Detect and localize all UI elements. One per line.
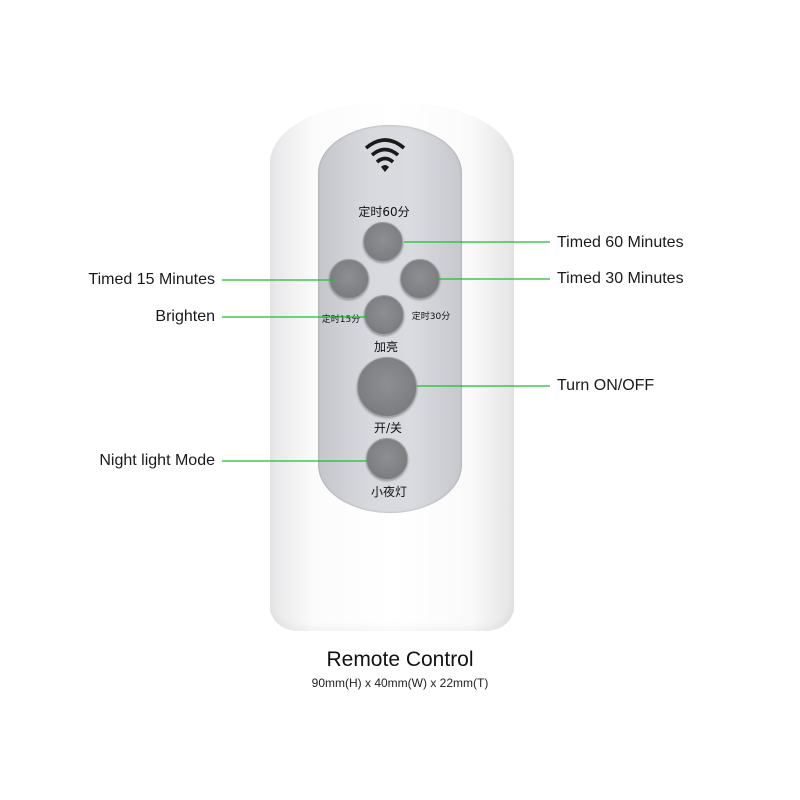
power-label: 开/关 (373, 421, 403, 435)
timed-60-button[interactable] (363, 222, 403, 262)
callout-power: Turn ON/OFF (557, 377, 655, 394)
timed-60-label: 定时60分 (358, 205, 410, 219)
callout-brighten: Brighten (155, 308, 215, 325)
brighten-label: 加亮 (373, 340, 399, 354)
callout-timed-30: Timed 30 Minutes (557, 270, 684, 287)
night-light-button[interactable] (366, 438, 408, 480)
night-light-label: 小夜灯 (370, 485, 408, 499)
wifi-signal-icon (364, 138, 406, 172)
power-button[interactable] (357, 357, 417, 417)
timed-30-button[interactable] (400, 259, 440, 299)
timed-30-label: 定时30分 (411, 312, 451, 322)
caption-dimensions: 90mm(H) x 40mm(W) x 22mm(T) (311, 676, 489, 690)
timed-15-label: 定时15分 (321, 315, 361, 325)
callout-timed-60: Timed 60 Minutes (557, 234, 684, 251)
callout-night-light: Night light Mode (99, 452, 215, 469)
caption-title: Remote Control (326, 648, 474, 671)
callout-timed-15: Timed 15 Minutes (88, 271, 215, 288)
brighten-button[interactable] (364, 295, 404, 335)
timed-15-button[interactable] (329, 259, 369, 299)
